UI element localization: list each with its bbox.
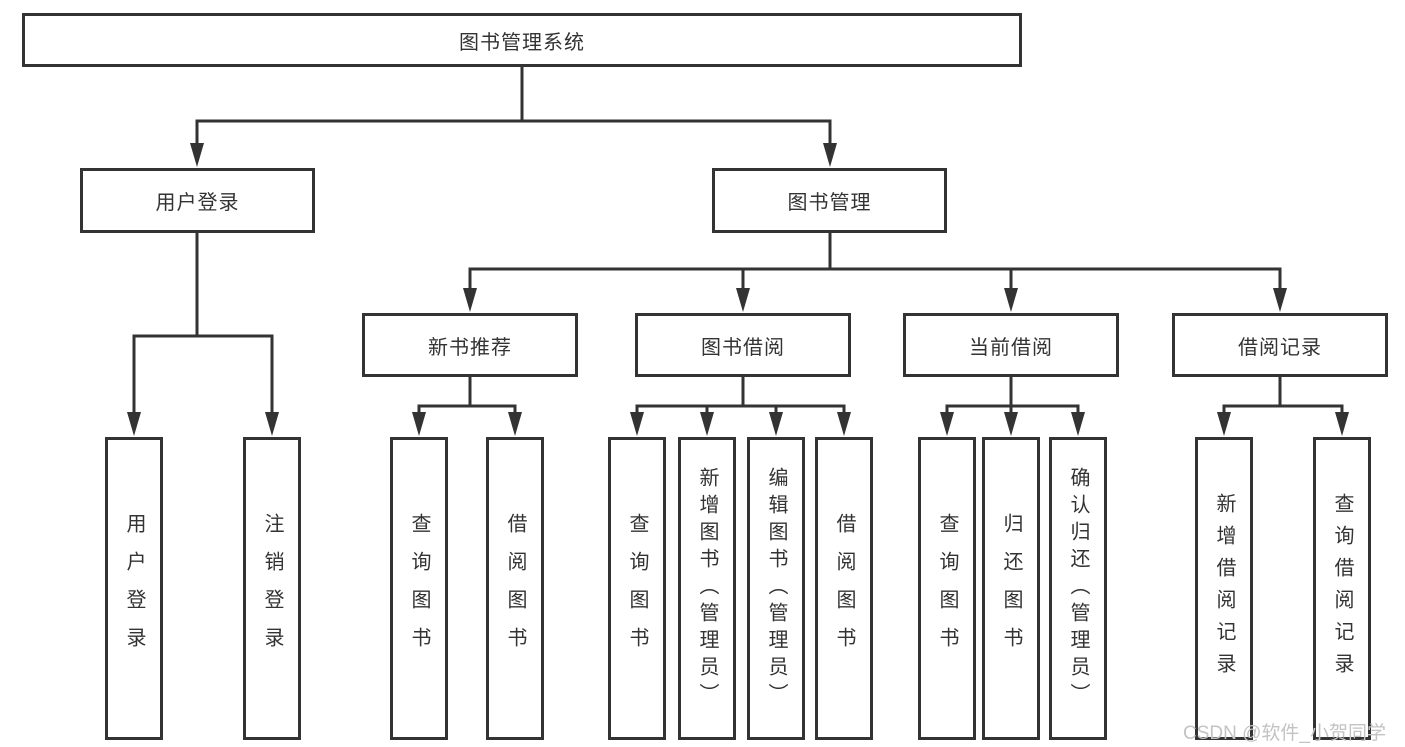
leaf-label: 归还图书 — [1000, 512, 1022, 665]
leaf-query-books-recommend: 查询图书 — [390, 437, 448, 740]
node-book-borrow: 图书借阅 — [635, 313, 851, 377]
leaf-query-books-borrow: 查询图书 — [608, 437, 666, 740]
leaf-label: 新增图书（管理员） — [696, 467, 718, 710]
leaf-label: 查询图书 — [936, 512, 958, 665]
leaf-label: 借阅图书 — [833, 512, 855, 665]
node-label: 图书管理系统 — [459, 31, 585, 54]
leaf-borrow-books-recommend: 借阅图书 — [486, 437, 544, 740]
leaf-label: 查询图书 — [626, 512, 648, 665]
node-root-system: 图书管理系统 — [22, 13, 1022, 67]
node-label: 借阅记录 — [1238, 336, 1322, 359]
node-label: 用户登录 — [155, 192, 240, 214]
leaf-label: 查询图书 — [408, 512, 430, 665]
watermark: CSDN @软件_小贺同学 — [1183, 723, 1386, 744]
leaf-label: 新增借阅记录 — [1213, 492, 1235, 685]
node-new-book-recommend: 新书推荐 — [362, 313, 578, 377]
leaf-logout: 注销登录 — [243, 437, 301, 740]
leaf-return-books: 归还图书 — [982, 437, 1040, 740]
leaf-label: 注销登录 — [261, 512, 283, 665]
leaf-edit-books-admin: 编辑图书（管理员） — [747, 437, 805, 740]
arrowhead-icons — [127, 143, 1349, 436]
node-user-login-branch: 用户登录 — [80, 168, 315, 233]
leaf-confirm-return-admin: 确认归还（管理员） — [1049, 437, 1107, 740]
leaf-query-borrow-record: 查询借阅记录 — [1313, 437, 1371, 740]
node-label: 图书借阅 — [701, 336, 785, 359]
leaf-label: 用户登录 — [123, 512, 145, 665]
leaf-label: 查询借阅记录 — [1331, 492, 1353, 685]
node-label: 图书管理 — [787, 192, 872, 214]
leaf-add-books-admin: 新增图书（管理员） — [678, 437, 736, 740]
leaf-query-books-current: 查询图书 — [918, 437, 976, 740]
leaf-borrow-books: 借阅图书 — [815, 437, 873, 740]
node-book-management: 图书管理 — [712, 168, 947, 233]
leaf-user-login: 用户登录 — [105, 437, 163, 740]
node-borrow-records: 借阅记录 — [1172, 313, 1388, 377]
node-label: 当前借阅 — [969, 336, 1053, 359]
leaf-label: 确认归还（管理员） — [1067, 467, 1089, 710]
node-current-borrow: 当前借阅 — [903, 313, 1119, 377]
node-label: 新书推荐 — [428, 336, 512, 359]
leaf-label: 编辑图书（管理员） — [765, 467, 787, 710]
leaf-add-borrow-record: 新增借阅记录 — [1195, 437, 1253, 740]
leaf-label: 借阅图书 — [504, 512, 526, 665]
